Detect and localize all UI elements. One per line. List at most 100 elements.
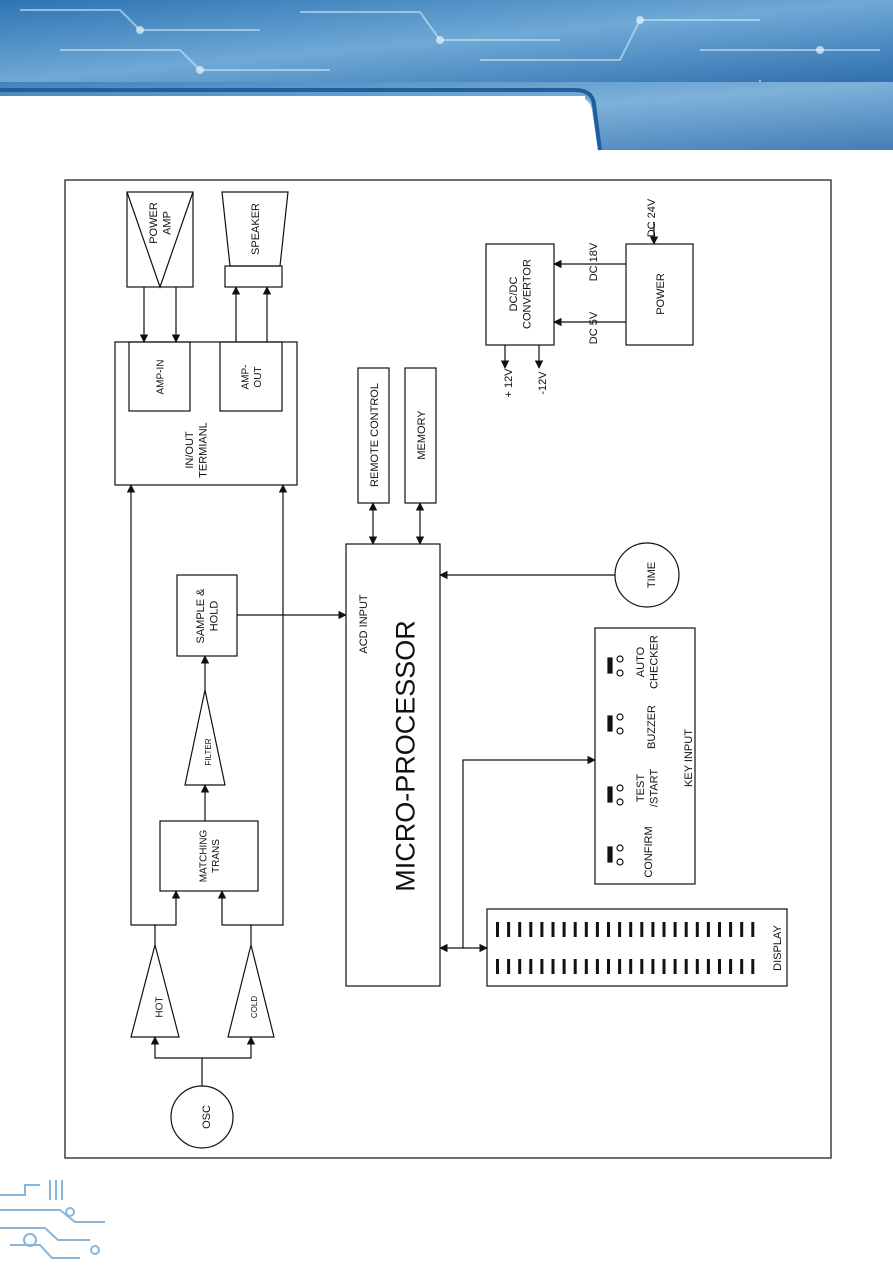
power-amp-block <box>126 191 194 288</box>
display-label: DISPLAY <box>772 925 784 971</box>
filter-label: FILTER <box>204 738 213 765</box>
matching-trans-block <box>159 820 259 892</box>
buzzer-switch-icon <box>607 713 624 735</box>
key-input-label: KEY INPUT <box>683 729 695 787</box>
speaker-base <box>224 265 283 288</box>
display-segment <box>684 922 688 937</box>
display-segment <box>706 922 710 937</box>
display-segment <box>496 922 499 937</box>
amp-out-block <box>219 341 283 412</box>
display-segment <box>618 922 622 937</box>
display-segment <box>584 959 588 974</box>
test-start-switch-icon <box>607 784 624 806</box>
display-segment <box>584 922 588 937</box>
display-segment <box>551 959 555 974</box>
display-segment <box>662 922 666 937</box>
amp-in-label: AMP-IN <box>156 360 167 395</box>
display-segment <box>740 959 744 974</box>
display-segment <box>662 959 666 974</box>
sample-hold-block <box>176 574 238 657</box>
dc-18v-label: DC 18V <box>588 242 600 281</box>
display-segment <box>695 922 699 937</box>
display-segment <box>595 959 599 974</box>
display-segment <box>651 959 655 974</box>
display-segment <box>718 922 721 937</box>
power-block <box>625 243 694 346</box>
display-segment <box>607 959 610 974</box>
hot-label: HOT <box>155 996 166 1017</box>
display-segment <box>507 922 511 937</box>
filter-block <box>184 689 226 786</box>
confirm-switch-icon <box>607 844 624 866</box>
display-segment <box>751 959 755 974</box>
acd-input-label: ACD INPUT <box>358 594 370 654</box>
display-segment <box>651 922 655 937</box>
header-banner <box>0 0 893 156</box>
display-segment <box>496 959 499 974</box>
micro-processor-label: MICRO-PROCESSOR <box>390 620 420 892</box>
display-segment <box>540 922 544 937</box>
display-segment <box>640 959 644 974</box>
display-segment <box>573 959 577 974</box>
display-segment <box>518 959 522 974</box>
minus-12v-label: -12V <box>537 371 549 395</box>
hot-block <box>130 942 180 1038</box>
remote-control-label: REMOTE CONTROL <box>369 383 381 487</box>
osc-label: OSC <box>201 1105 213 1129</box>
auto-checker-switch-icon <box>607 655 624 677</box>
display-segment <box>718 959 721 974</box>
display-segment <box>607 922 610 937</box>
cold-label: COLD <box>250 996 259 1018</box>
plus-12v-label: + 12V <box>503 368 515 398</box>
dcdc-convertor-block <box>485 243 555 346</box>
key-confirm-label: CONFIRM <box>643 826 655 877</box>
diagram-frame <box>64 179 832 1159</box>
display-segment <box>740 922 744 937</box>
footer-circuit-decoration <box>0 1180 105 1259</box>
display-segment <box>673 922 677 937</box>
display-segment <box>518 922 522 937</box>
display-segment <box>507 959 511 974</box>
display-segment <box>529 922 533 937</box>
sample-hold-label: SAMPLE &HOLD <box>195 588 221 644</box>
display-segment <box>629 922 633 937</box>
display-segment <box>640 922 644 937</box>
power-label: POWER <box>655 273 667 315</box>
connections <box>126 222 659 1086</box>
memory-label: MEMORY <box>416 410 428 460</box>
display-segment <box>551 922 555 937</box>
in-out-terminal-block <box>114 341 298 486</box>
display-segment <box>529 959 533 974</box>
amp-in-block <box>128 341 191 412</box>
display-segment <box>684 959 688 974</box>
display-segment <box>573 922 577 937</box>
dc-5v-label: DC 5V <box>588 311 600 344</box>
display-segment <box>595 922 599 937</box>
amp-out-label: AMP-OUT <box>240 365 264 390</box>
display-segment <box>618 959 622 974</box>
key-test-start-label: TEST/START <box>635 769 661 807</box>
display-segment <box>751 922 755 937</box>
key-buzzer-label: BUZZER <box>646 705 658 749</box>
display-segment <box>629 959 633 974</box>
display-segments <box>496 922 755 974</box>
cold-block <box>227 944 275 1038</box>
display-segment <box>562 922 566 937</box>
key-switches <box>607 655 624 866</box>
display-segment <box>562 959 566 974</box>
display-block <box>486 908 788 987</box>
display-segment <box>729 922 733 937</box>
speaker-label: SPEAKER <box>250 203 262 255</box>
display-segment <box>695 959 699 974</box>
dc-24v-label: DC 24V <box>646 198 658 237</box>
display-segment <box>540 959 544 974</box>
time-label: TIME <box>646 562 658 588</box>
display-segment <box>673 959 677 974</box>
